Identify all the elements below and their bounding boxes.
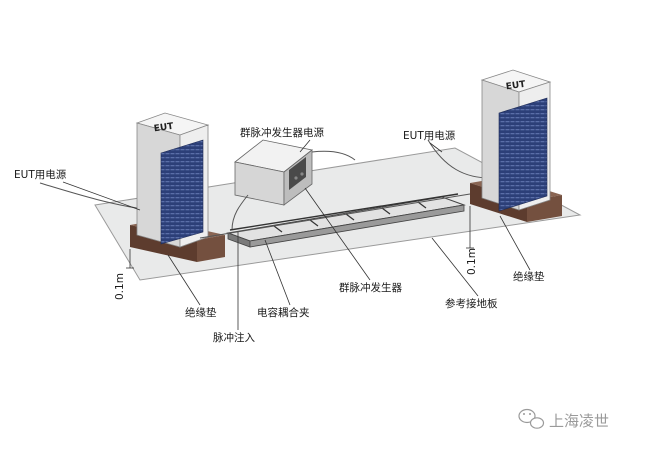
label-eut-power-left: EUT用电源 — [14, 168, 67, 181]
leader-burst-generator — [304, 187, 371, 281]
label-insulation-pad-left: 绝缘垫 — [185, 306, 217, 319]
leader-ground-plane — [431, 237, 479, 297]
label-pulse-injection: 脉冲注入 — [213, 331, 255, 344]
wechat-icon — [518, 408, 545, 429]
label-burst-generator-power: 群脉冲发生器电源 — [240, 126, 324, 139]
leader-eut-power-left — [62, 181, 141, 211]
eut-label-left: EUT — [153, 122, 175, 135]
label-eut-power-right: EUT用电源 — [403, 129, 456, 142]
label-height-right: 0.1m — [466, 248, 478, 275]
generator-power-cable — [311, 150, 356, 161]
watermark-text: 上海凌世 — [549, 412, 609, 430]
generator-output-cable — [231, 194, 249, 231]
eut-cabinet-right: EUT — [480, 69, 552, 212]
label-coupling-clamp: 电容耦合夹 — [257, 306, 310, 319]
leader-insulation-right — [499, 215, 531, 271]
eut-cabinet-left: EUT — [135, 112, 210, 248]
watermark: 上海凌世 — [518, 408, 609, 430]
burst-generator — [234, 139, 313, 206]
label-insulation-pad-right: 绝缘垫 — [513, 270, 545, 283]
label-burst-generator: 群脉冲发生器 — [339, 281, 402, 294]
leader-generator-power — [299, 139, 311, 153]
label-height-left: 0.1m — [114, 273, 126, 300]
eut-label-right: EUT — [505, 80, 527, 93]
leader-eut-power-right — [429, 142, 443, 153]
label-reference-ground-plane: 参考接地板 — [445, 297, 498, 310]
height-marker-right — [466, 206, 474, 249]
height-marker-left — [126, 249, 134, 269]
coupling-cable — [199, 193, 471, 239]
capacitive-coupling-clamp — [226, 193, 466, 248]
leader-insulation-left — [167, 254, 201, 306]
leader-coupling-clamp — [264, 239, 291, 306]
